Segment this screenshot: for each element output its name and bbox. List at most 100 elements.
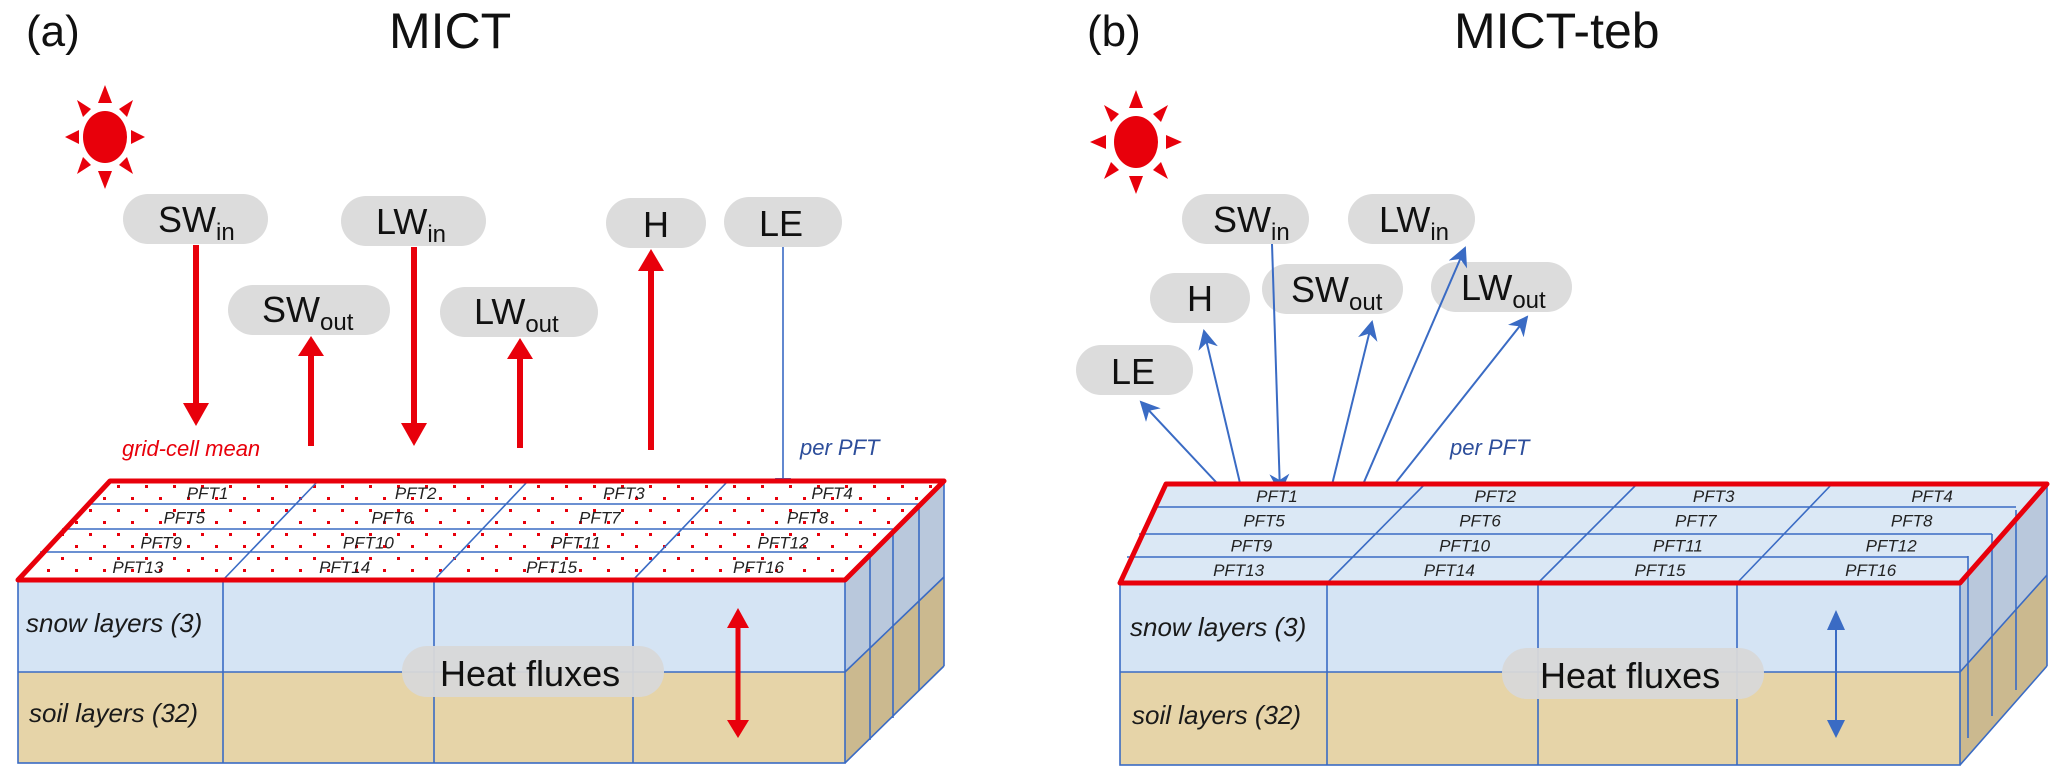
sw-out-arrow (1328, 320, 1378, 498)
pft-label: PFT4 (1911, 487, 1953, 506)
panel-b-title: MICT-teb (1454, 3, 1660, 59)
pft-label: PFT3 (603, 484, 645, 503)
pft-label: PFT15 (526, 558, 578, 577)
pft-label: PFT1 (1256, 487, 1298, 506)
pft-label: PFT8 (1891, 512, 1933, 531)
pft-label: PFT14 (319, 558, 370, 577)
pft-label: PFT14 (1424, 561, 1475, 580)
heat-flux-arrow (1827, 610, 1845, 738)
pft-label: PFT11 (1653, 536, 1703, 555)
pft-label: PFT6 (1459, 512, 1501, 531)
lw-in-arrow (1357, 246, 1468, 497)
soil-layer-side (1960, 575, 2047, 765)
sw-out-arrow (298, 336, 324, 446)
pft-label: PFT11 (551, 533, 601, 552)
pft-label: PFT2 (1475, 487, 1517, 506)
pft-label: PFT2 (395, 484, 437, 503)
grid-cell-mean-arrows (183, 245, 664, 450)
pft-label: PFT5 (164, 509, 206, 528)
pft-label: PFT13 (1213, 561, 1265, 580)
sw-in-arrow (1269, 243, 1290, 494)
lw-in-bubble: LWin (341, 196, 486, 248)
lw-out-arrow (1381, 315, 1529, 501)
sw-in-bubble: SWin (1182, 194, 1309, 246)
lw-in-bubble: LWin (1348, 194, 1475, 246)
heat-fluxes-bubble: Heat fluxes (402, 646, 664, 697)
per-pft-arrows (1139, 243, 1529, 501)
svg-text:SWout: SWout (262, 289, 354, 336)
snow-layers-label: snow layers (3) (1130, 612, 1306, 642)
panel-a-title: MICT (389, 3, 511, 59)
surface-outline (1117, 481, 2050, 586)
panel-b: (b) MICT-teb SWin LWin H SWout (1076, 3, 2050, 766)
surface-outline (15, 478, 947, 583)
svg-text:LE: LE (759, 203, 803, 244)
pft-label: PFT15 (1634, 561, 1686, 580)
svg-text:LWin: LWin (376, 201, 446, 248)
heat-fluxes-bubble: Heat fluxes (1502, 648, 1764, 699)
pft-label: PFT9 (1231, 536, 1273, 555)
soil-layers-label: soil layers (32) (29, 698, 198, 728)
svg-text:SWin: SWin (158, 199, 235, 246)
pft-label: PFT9 (140, 533, 182, 552)
svg-text:SWin: SWin (1213, 199, 1290, 246)
le-arrow (1139, 400, 1231, 498)
pft-label: PFT16 (1845, 561, 1897, 580)
pft-label: PFT13 (112, 558, 164, 577)
h-arrow (1198, 329, 1245, 501)
svg-text:LWout: LWout (474, 291, 559, 338)
pft-label: PFT1 (187, 484, 229, 503)
heat-flux-arrow (727, 608, 749, 738)
svg-text:SWout: SWout (1291, 269, 1383, 316)
pft-label: PFT12 (1866, 536, 1918, 555)
h-bubble: H (606, 198, 706, 248)
svg-text:LWout: LWout (1461, 267, 1546, 314)
sw-out-bubble: SWout (228, 285, 390, 336)
snow-layers-label: snow layers (3) (26, 608, 202, 638)
pft-label: PFT3 (1693, 487, 1735, 506)
sun-icon (65, 85, 145, 189)
pft-label: PFT6 (371, 509, 413, 528)
sun-icon (1090, 90, 1182, 194)
soil-layers-label: soil layers (32) (1132, 700, 1301, 730)
per-pft-label: per PFT (799, 435, 881, 460)
svg-text:H: H (643, 204, 669, 245)
pft-label: PFT8 (787, 509, 829, 528)
per-pft-label: per PFT (1449, 435, 1531, 460)
pft-label: PFT5 (1243, 512, 1285, 531)
panel-a-letter: (a) (26, 7, 80, 56)
panel-b-letter: (b) (1087, 7, 1141, 56)
lw-out-bubble: LWout (1431, 262, 1572, 314)
pft-label: PFT4 (811, 484, 853, 503)
svg-text:LE: LE (1111, 351, 1155, 392)
lw-in-arrow (401, 247, 427, 446)
lw-out-arrow (507, 338, 533, 448)
pft-label: PFT10 (1439, 536, 1491, 555)
pft-label: PFT10 (343, 533, 395, 552)
grid-cell-mean-label: grid-cell mean (122, 436, 260, 461)
le-bubble: LE (724, 197, 842, 247)
sw-in-bubble: SWin (123, 194, 268, 246)
pft-label: PFT7 (1675, 512, 1717, 531)
snow-layer-side (1960, 484, 2047, 672)
svg-text:H: H (1187, 278, 1213, 319)
svg-text:Heat fluxes: Heat fluxes (1540, 655, 1720, 696)
svg-text:Heat fluxes: Heat fluxes (440, 653, 620, 694)
pft-label: PFT16 (733, 558, 785, 577)
panel-a: (a) MICT SWin LWin H LE (15, 3, 947, 764)
sw-in-arrow (183, 245, 209, 426)
sw-out-bubble: SWout (1262, 264, 1403, 316)
lw-out-bubble: LWout (440, 287, 598, 338)
le-per-pft-arrow (775, 247, 791, 498)
pft-label: PFT12 (757, 533, 809, 552)
h-bubble: H (1150, 273, 1250, 323)
h-arrow (638, 249, 664, 450)
le-bubble: LE (1076, 345, 1193, 395)
pft-label: PFT7 (579, 509, 621, 528)
svg-text:LWin: LWin (1379, 199, 1449, 246)
